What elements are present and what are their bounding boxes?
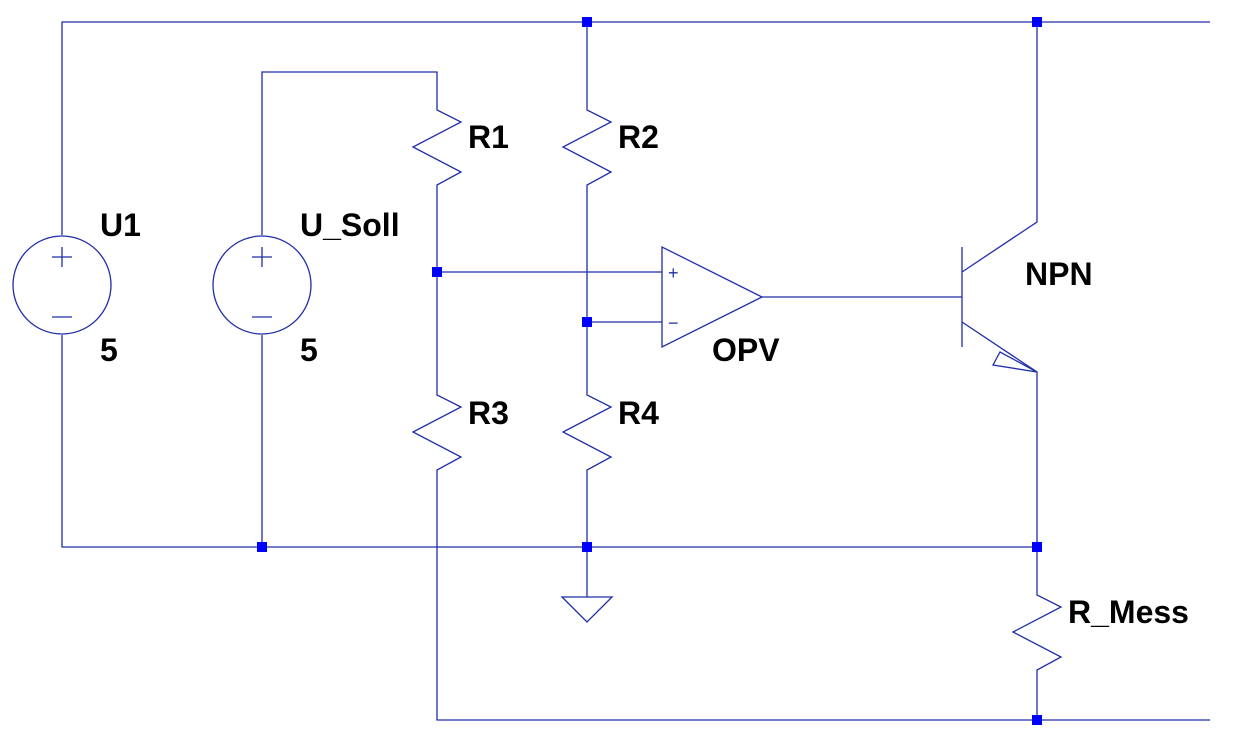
wire-r3-bottom xyxy=(436,485,1210,721)
wires xyxy=(61,21,1210,721)
resistor-r3 xyxy=(411,385,463,485)
junctions xyxy=(257,17,1042,725)
label-opv: OPV xyxy=(712,332,780,368)
wire-collector xyxy=(961,22,1038,273)
label-r1: R1 xyxy=(468,119,509,155)
junction-node xyxy=(257,542,267,552)
label-u-soll-value: 5 xyxy=(300,332,318,368)
voltage-source-u1 xyxy=(12,235,112,335)
wire-emitter xyxy=(961,321,1038,585)
junction-node xyxy=(582,542,592,552)
opamp-opv: + − xyxy=(661,245,764,349)
label-r4: R4 xyxy=(618,395,659,431)
ground-symbol xyxy=(560,596,614,623)
junction-node xyxy=(1032,17,1042,27)
label-r2: R2 xyxy=(618,119,659,155)
resistor-r1 xyxy=(411,100,463,195)
wire-usoll-r1 xyxy=(261,71,438,235)
label-u-soll-name: U_Soll xyxy=(300,207,400,243)
emitter-arrow xyxy=(991,351,1038,373)
wire-ground-rail xyxy=(61,335,1037,548)
label-u1-value: 5 xyxy=(100,332,118,368)
label-npn: NPN xyxy=(1025,256,1093,292)
junction-node xyxy=(582,17,592,27)
resistor-r-mess xyxy=(1011,585,1063,685)
voltage-source-u-soll xyxy=(212,235,312,335)
opamp-minus-sign: − xyxy=(668,313,679,333)
label-r3: R3 xyxy=(468,395,509,431)
label-r-mess: R_Mess xyxy=(1068,594,1189,630)
opamp-plus-sign: + xyxy=(668,263,679,283)
resistor-r2 xyxy=(561,100,613,195)
junction-node xyxy=(1032,715,1042,725)
wire-top-rail xyxy=(61,21,1210,225)
junction-node xyxy=(582,317,592,327)
resistor-r4 xyxy=(561,385,613,485)
junction-node xyxy=(432,267,442,277)
labels: U1 5 U_Soll 5 R1 R2 R3 R4 OPV NPN R_Mess xyxy=(100,119,1189,630)
label-u1-name: U1 xyxy=(100,207,141,243)
junction-node xyxy=(1032,542,1042,552)
transistor-npn xyxy=(961,247,1038,373)
